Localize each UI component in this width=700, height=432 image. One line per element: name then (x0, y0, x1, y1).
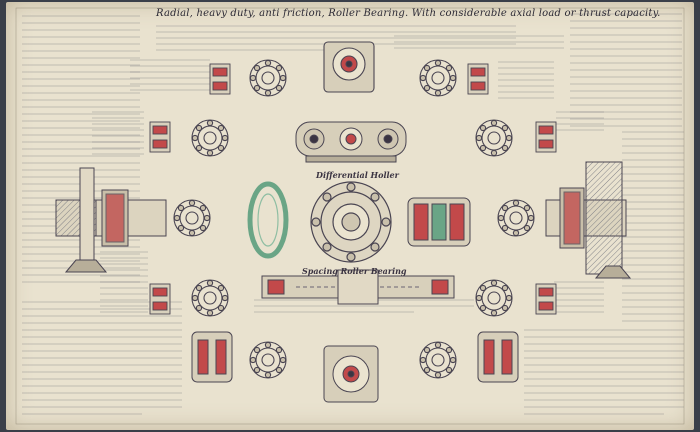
sheet-border (15, 7, 685, 425)
bottom-housings (191, 331, 519, 403)
sheet-title: Radial, heavy duty, anti friction, Rolle… (156, 8, 661, 19)
top-bearing-housing (323, 41, 375, 93)
right-axle-assembly (545, 161, 632, 279)
bearing-drawing (15, 7, 685, 425)
tapered-roller-set (407, 197, 471, 247)
spacing-roller-shaft (261, 269, 455, 305)
roller-section-blocks (149, 63, 557, 315)
spacing-roller-bearing-label: Spacing Roller Bearing (302, 266, 407, 276)
left-axle-assembly (55, 167, 167, 273)
differential-roller-ring (310, 181, 392, 263)
link-assembly (295, 121, 407, 163)
right-text-column (524, 13, 684, 415)
ball-bearing-face-views (173, 59, 535, 379)
differential-holler-label: Differential Holler (316, 170, 399, 180)
drawing-sheet: Radial, heavy duty, anti friction, Rolle… (6, 2, 694, 430)
green-thrust-ring (247, 181, 289, 259)
